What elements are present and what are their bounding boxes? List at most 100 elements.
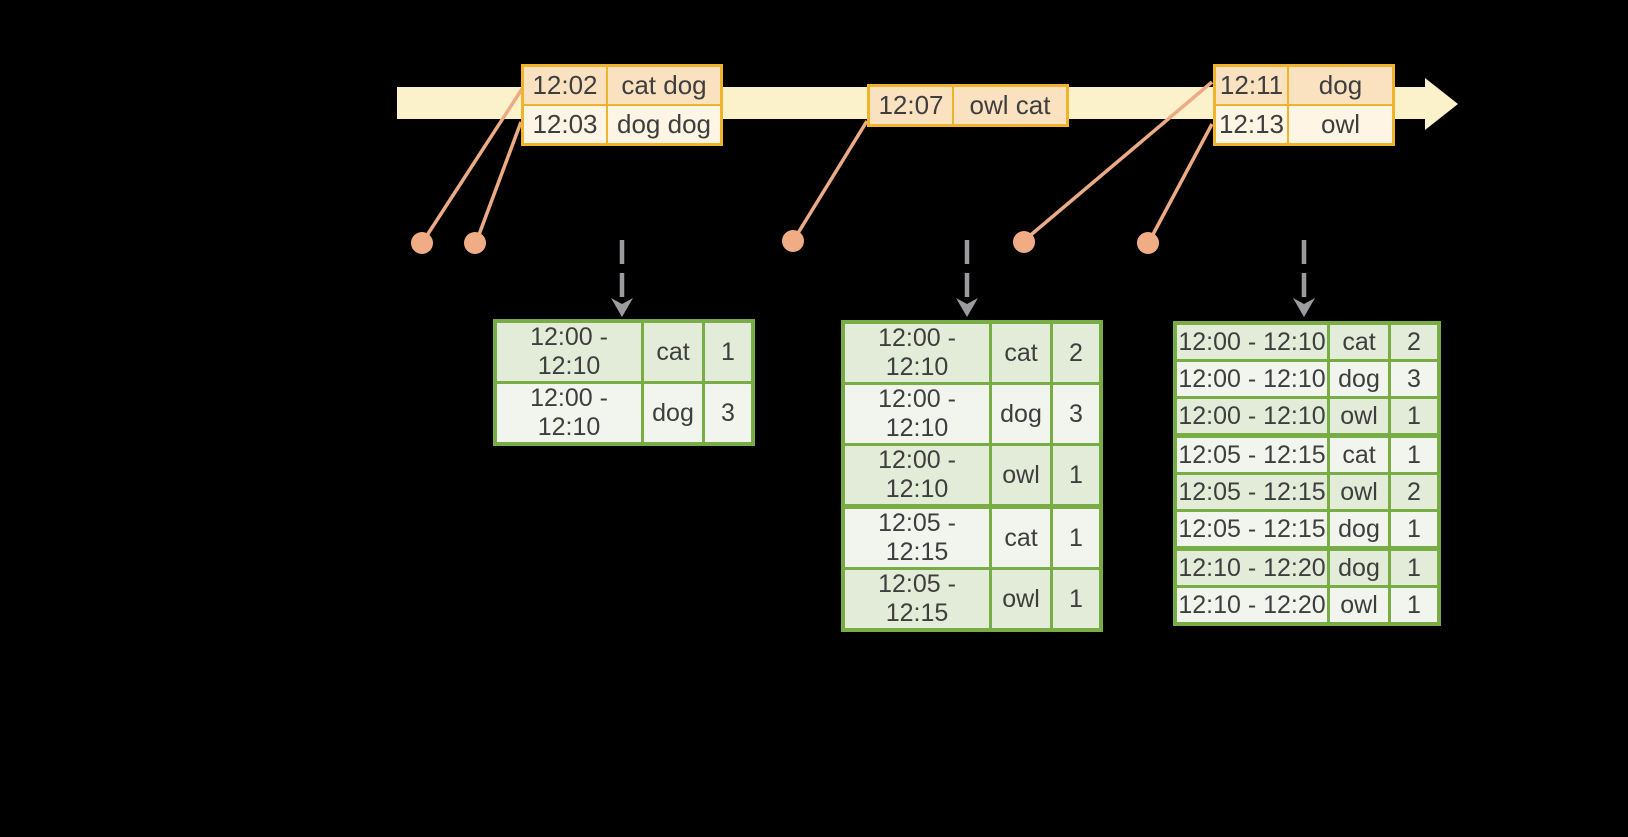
- trigger-arrow: [1293, 240, 1315, 317]
- word-cell: cat: [1327, 433, 1391, 475]
- word-cell: cat: [1327, 321, 1391, 362]
- timeline-arrowhead-icon: [1425, 78, 1458, 130]
- word-cell: dog: [989, 382, 1053, 446]
- word-cell: cat: [641, 319, 705, 384]
- time-cell: 12:11: [1213, 64, 1289, 106]
- word-cell: cat: [989, 504, 1053, 570]
- event-time-dot: [1013, 231, 1035, 253]
- window-cell: 12:05 - 12:15: [841, 504, 992, 570]
- words-cell: dog dog: [606, 104, 723, 146]
- count-cell: 1: [1388, 585, 1441, 626]
- event-connector-line: [1024, 80, 1214, 241]
- arrow-down-icon: [1293, 298, 1315, 317]
- time-cell: 12:13: [1213, 104, 1289, 146]
- word-cell: dog: [641, 381, 705, 446]
- count-cell: 1: [1050, 443, 1103, 508]
- window-cell: 12:00 - 12:10: [1173, 396, 1330, 437]
- event-connector-line: [1148, 123, 1214, 241]
- window-cell: 12:05 - 12:15: [1173, 433, 1330, 475]
- window-cell: 12:05 - 12:15: [1173, 472, 1330, 512]
- count-cell: 3: [1388, 359, 1441, 399]
- count-cell: 1: [1388, 396, 1441, 437]
- event-connector-line: [793, 120, 869, 239]
- word-cell: owl: [989, 443, 1053, 508]
- event-time-dot: [1137, 232, 1159, 254]
- event-time-dot: [411, 232, 433, 254]
- window-cell: 12:10 - 12:20: [1173, 546, 1330, 588]
- count-cell: 1: [1388, 509, 1441, 550]
- event-connector-line: [422, 88, 524, 241]
- word-cell: dog: [1327, 546, 1391, 588]
- window-cell: 12:00 - 12:10: [1173, 321, 1330, 362]
- words-cell: dog: [1287, 64, 1395, 106]
- count-cell: 1: [702, 319, 755, 384]
- window-cell: 12:10 - 12:20: [1173, 585, 1330, 626]
- window-cell: 12:00 - 12:10: [841, 382, 992, 446]
- count-cell: 2: [1388, 472, 1441, 512]
- count-cell: 2: [1050, 320, 1103, 385]
- trigger-arrows: [611, 240, 1315, 317]
- trigger-arrow: [611, 240, 633, 317]
- window-cell: 12:00 - 12:10: [841, 443, 992, 508]
- count-cell: 1: [1050, 504, 1103, 570]
- event-connectors: [422, 80, 1214, 241]
- words-cell: cat dog: [606, 64, 723, 106]
- window-cell: 12:00 - 12:10: [1173, 359, 1330, 399]
- word-cell: dog: [1327, 509, 1391, 550]
- window-cell: 12:00 - 12:10: [841, 320, 992, 385]
- trigger-arrow: [956, 240, 978, 317]
- count-cell: 2: [1388, 321, 1441, 362]
- word-cell: owl: [1327, 396, 1391, 437]
- count-cell: 1: [1388, 433, 1441, 475]
- event-connector-line: [475, 121, 523, 241]
- count-cell: 3: [1050, 382, 1103, 446]
- event-time-dot: [782, 230, 804, 252]
- count-cell: 1: [1388, 546, 1441, 588]
- time-cell: 12:03: [521, 104, 608, 146]
- words-cell: owl: [1287, 104, 1395, 146]
- count-cell: 1: [1050, 567, 1103, 632]
- word-cell: owl: [1327, 585, 1391, 626]
- time-cell: 12:07: [867, 84, 954, 127]
- count-cell: 3: [702, 381, 755, 446]
- window-cell: 12:00 - 12:10: [493, 381, 644, 446]
- word-cell: owl: [1327, 472, 1391, 512]
- words-cell: owl cat: [952, 84, 1069, 127]
- word-cell: cat: [989, 320, 1053, 385]
- window-cell: 12:05 - 12:15: [841, 567, 992, 632]
- event-dots: [411, 230, 1159, 254]
- arrow-down-icon: [956, 298, 978, 317]
- window-cell: 12:00 - 12:10: [493, 319, 644, 384]
- event-time-dot: [464, 232, 486, 254]
- word-cell: dog: [1327, 359, 1391, 399]
- word-cell: owl: [989, 567, 1053, 632]
- arrow-down-icon: [611, 298, 633, 317]
